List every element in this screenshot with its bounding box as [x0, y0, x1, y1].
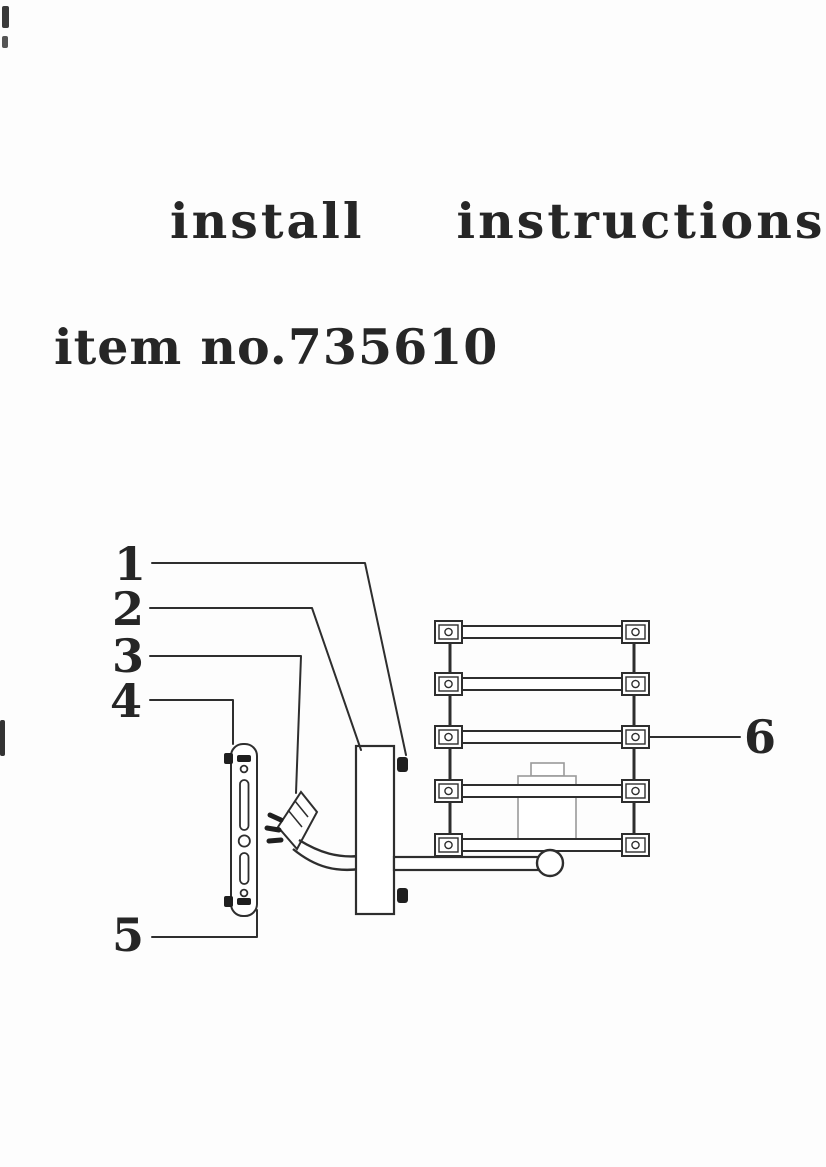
callout-5: 5: [112, 908, 145, 962]
lamp-socket: [517, 762, 577, 847]
mounting-screws: [224, 753, 251, 907]
callout-1: 1: [114, 537, 147, 591]
scan-artifact: [2, 36, 8, 48]
leader-lines: [149, 562, 741, 938]
leader-5: [151, 909, 258, 938]
scan-artifact: [2, 6, 9, 28]
leader-2: [149, 607, 362, 751]
callout-6: 6: [744, 710, 777, 764]
bracket-knobs: [397, 757, 408, 903]
callout-4: 4: [110, 674, 143, 728]
wires: [292, 838, 361, 872]
callout-3: 3: [112, 629, 145, 683]
item-number: item no.735610: [54, 318, 499, 376]
leader-1: [151, 562, 407, 756]
wall-bracket: [354, 744, 565, 916]
bracket-arm: [392, 855, 543, 872]
arm-ball: [535, 848, 565, 878]
page-title: install instructions: [170, 192, 826, 250]
leader-3: [149, 655, 302, 794]
scan-artifact: [0, 720, 5, 756]
wire-connector: [264, 790, 361, 872]
mounting-plate: [224, 743, 258, 917]
shade-slats: [434, 620, 650, 857]
callout-2: 2: [112, 582, 145, 636]
leader-4: [149, 699, 234, 745]
